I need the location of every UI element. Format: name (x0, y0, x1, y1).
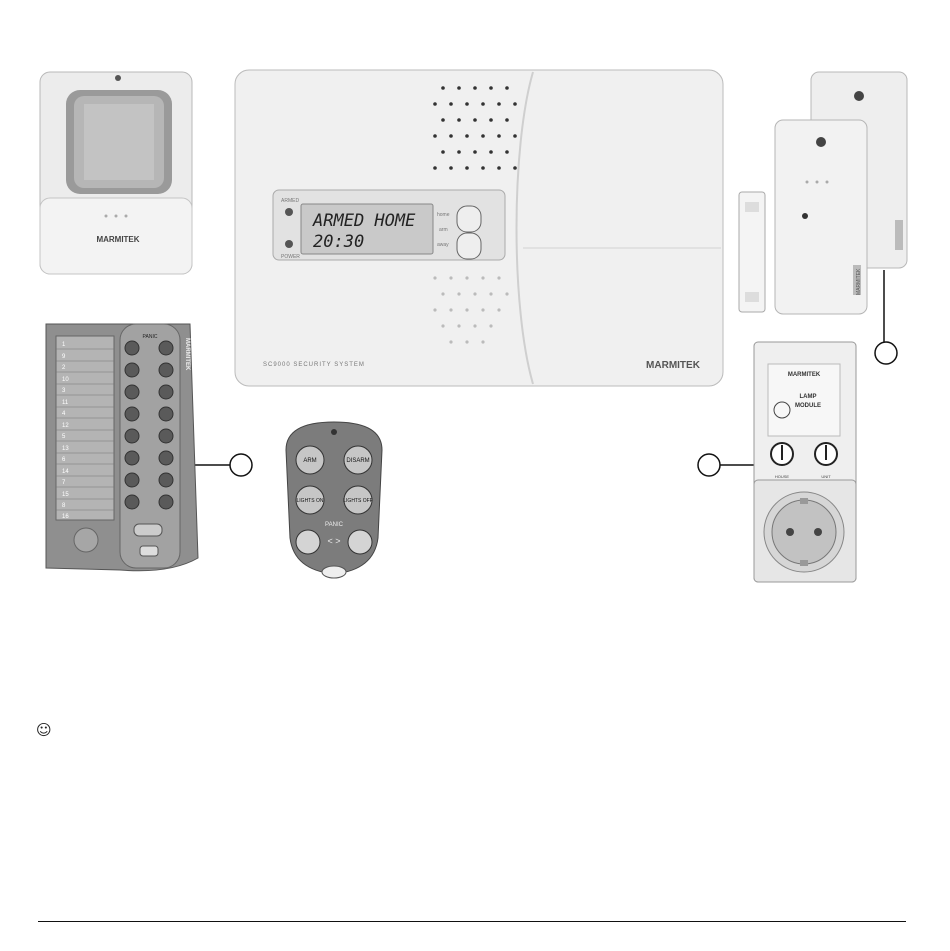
bottom-rule (38, 921, 906, 922)
remote-side-brand: MARMITEK (184, 338, 190, 371)
lights-on-button-label: LIGHTS ON (297, 498, 324, 504)
remote-off-button-3[interactable] (159, 385, 173, 399)
channel-label: 15 (62, 492, 69, 498)
channel-label: 11 (62, 400, 69, 406)
callout-circle-door (875, 342, 897, 364)
remote-off-button-6[interactable] (159, 451, 173, 465)
remote-off-button-8[interactable] (159, 495, 173, 509)
lights-off-button-label: LIGHTS OFF (343, 498, 372, 504)
channel-label: 13 (62, 446, 69, 452)
remote-off-button-5[interactable] (159, 429, 173, 443)
callout-circle-remote (230, 454, 252, 476)
disarm-button[interactable]: DISARM (344, 446, 372, 474)
remote-on-button-8[interactable] (125, 495, 139, 509)
remote-title: PANIC (143, 334, 158, 340)
channel-label: 14 (62, 469, 69, 475)
panic-arrows: < > (327, 536, 340, 546)
panic-label: PANIC (325, 522, 344, 528)
unit-code-dial[interactable] (815, 443, 837, 465)
lights-on-button[interactable]: LIGHTS ON (296, 486, 324, 514)
house-code-dial[interactable] (771, 443, 793, 465)
lamp-module-title-2: MODULE (795, 403, 821, 409)
lights-off-button[interactable]: LIGHTS OFF (343, 486, 372, 514)
lamp-module: MARMITEK LAMP MODULE HOUSE UNIT (752, 340, 858, 584)
remote-on-button-6[interactable] (125, 451, 139, 465)
arm-button-label: ARM (303, 458, 316, 464)
remote-off-button-4[interactable] (159, 407, 173, 421)
remote-on-button-2[interactable] (125, 363, 139, 377)
arm-button[interactable]: ARM (296, 446, 324, 474)
smiley-icon: ☺ (36, 723, 52, 738)
remote-off-button-1[interactable] (159, 341, 173, 355)
remote-switch[interactable] (140, 546, 158, 556)
disarm-button-label: DISARM (346, 458, 369, 464)
channel-label: 10 (62, 377, 69, 383)
panic-left-button[interactable] (296, 530, 320, 554)
lamp-module-title-1: LAMP (800, 394, 817, 400)
remote-off-button-2[interactable] (159, 363, 173, 377)
lamp-module-brand: MARMITEK (788, 372, 821, 378)
remote-on-button-3[interactable] (125, 385, 139, 399)
remote-control: PANIC MARMITEK 1 9 2 10 3 11 4 12 5 13 6… (40, 318, 200, 580)
channel-label: 12 (62, 423, 69, 429)
panic-right-button[interactable] (348, 530, 372, 554)
remote-logo-icon (74, 528, 98, 552)
remote-on-button-4[interactable] (125, 407, 139, 421)
channel-label: 16 (62, 514, 69, 520)
remote-on-button-7[interactable] (125, 473, 139, 487)
callout-circle-lamp (698, 454, 720, 476)
remote-off-button-7[interactable] (159, 473, 173, 487)
unit-dial-label: UNIT (821, 474, 831, 479)
remote-on-button-5[interactable] (125, 429, 139, 443)
remote-on-button-1[interactable] (125, 341, 139, 355)
remote-dim-button[interactable] (134, 524, 162, 536)
house-dial-label: HOUSE (775, 474, 790, 479)
keyring-loop (322, 566, 346, 578)
keychain-remote: ARM DISARM LIGHTS ON LIGHTS OFF PANIC < … (278, 420, 390, 582)
